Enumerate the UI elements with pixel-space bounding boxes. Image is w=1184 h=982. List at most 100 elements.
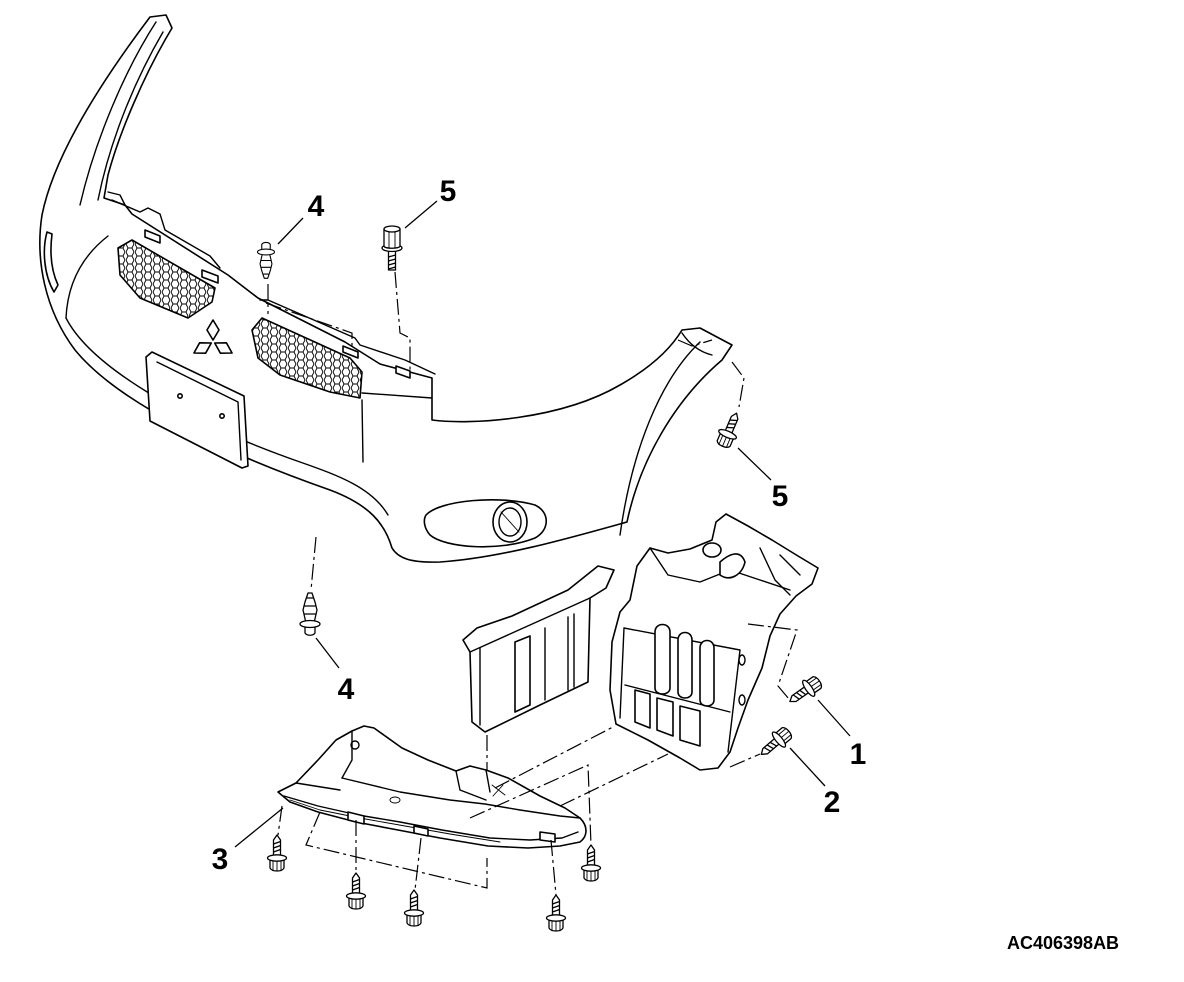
bumper-face-top-edge	[361, 392, 433, 399]
fender-liner-slot	[699, 639, 715, 707]
center-splash-shield-fold	[469, 597, 591, 653]
fog-lamp-housing	[423, 499, 548, 548]
under-cover-screw	[345, 872, 367, 910]
leader-line	[315, 637, 340, 669]
install-line-screw-1	[747, 623, 798, 700]
callout-label: 4	[338, 673, 355, 706]
fender-liner-oblong	[719, 553, 746, 579]
install-line-screw	[277, 805, 283, 836]
under-cover-tab	[539, 831, 556, 843]
install-line-front-screws	[305, 811, 488, 889]
bumper-grille-side-edge	[361, 399, 364, 463]
fender-liner-bump	[738, 694, 746, 706]
front-bumper-cover	[39, 14, 733, 563]
install-line-screw	[414, 837, 422, 891]
fog-lamp-lens-inner	[498, 507, 522, 537]
install-line-bolt-right	[731, 361, 745, 408]
fender-liner-slot	[677, 631, 693, 699]
emblem-diamond	[213, 342, 233, 354]
fender-liner-rib	[759, 547, 801, 596]
screw-1	[783, 672, 826, 710]
center-splash-shield-rib	[544, 613, 575, 701]
under-cover-screw	[580, 844, 602, 882]
right-grille-mesh	[251, 317, 363, 399]
clip-4-lower	[299, 592, 321, 636]
fender-liner-upper-edge	[649, 547, 791, 591]
leader-line	[789, 747, 826, 787]
license-plate-hole	[219, 412, 226, 419]
screw-2	[754, 723, 796, 763]
fender-liner-hole	[702, 542, 722, 558]
bolt-5-upper	[381, 225, 403, 271]
under-cover-screw	[403, 889, 425, 927]
leader-line	[404, 200, 438, 229]
under-cover-tab	[413, 825, 429, 837]
emblem-diamond	[193, 342, 213, 354]
under-cover-lip-inner	[289, 799, 501, 843]
under-cover-screw	[545, 894, 567, 932]
leader-line	[277, 217, 304, 245]
install-line-screw-right	[469, 764, 592, 846]
callout-label: 3	[212, 843, 229, 876]
fender-liner-opening	[634, 689, 651, 729]
install-line-liner	[494, 726, 614, 789]
bumper-bolt-location-mark	[677, 339, 713, 347]
under-cover-wall	[295, 730, 353, 791]
install-line-liner	[559, 753, 669, 807]
install-line-clip-top-rail	[265, 302, 353, 350]
fender-liner-crossline	[624, 684, 731, 713]
under-cover-center-wall	[455, 769, 491, 801]
upper-retainer-tab	[395, 365, 411, 379]
leader-line	[737, 447, 772, 481]
fog-lamp-detail	[500, 511, 520, 533]
fender-liner-slot	[654, 623, 671, 695]
bumper-fender-top-edge	[681, 332, 713, 356]
under-cover-hole	[389, 796, 401, 804]
center-splash-shield-rib	[514, 635, 531, 713]
callout-label: 4	[308, 190, 325, 223]
center-splash-shield-outline	[462, 565, 615, 733]
install-line-screw-2	[729, 753, 761, 768]
bolt-5-side	[713, 408, 746, 451]
callouts: 4 5 5 4 1 2 3	[212, 175, 867, 876]
bumper-crease-line	[65, 317, 389, 516]
emblem-diamond	[206, 319, 220, 341]
bumper-face-edge	[65, 235, 109, 319]
figure-code: AC406398AB	[1007, 933, 1119, 953]
license-plate-hole	[177, 392, 184, 399]
leader-line	[817, 699, 851, 737]
fender-liner-opening	[679, 705, 701, 747]
bumper-fender-edge	[619, 341, 701, 536]
left-grille-mesh	[117, 239, 216, 319]
upper-retainer-tab	[342, 345, 359, 359]
lower-under-cover	[277, 725, 587, 849]
install-line-screw	[550, 839, 557, 896]
under-cover-floor-line	[341, 777, 581, 819]
center-splash-shield	[462, 565, 615, 733]
license-plate-bracket-face	[156, 361, 242, 461]
callout-label: 5	[772, 480, 789, 513]
under-cover-mark	[491, 784, 506, 797]
leader-line	[234, 807, 284, 848]
callout-label: 2	[824, 786, 841, 819]
clip-4-upper	[256, 241, 276, 279]
under-cover-tab	[347, 811, 365, 825]
under-cover-hole	[350, 740, 360, 750]
upper-retainer-tab	[201, 269, 219, 284]
callout-label: 5	[440, 175, 457, 208]
callout-label: 1	[850, 738, 867, 771]
install-line-clip-bottom	[310, 536, 317, 591]
fender-liner-bump	[738, 654, 746, 666]
upper-retainer-edge	[111, 199, 221, 269]
install-line-bolt-top	[394, 271, 411, 372]
upper-retainer-tab	[144, 229, 161, 244]
front-fender-liner	[609, 513, 819, 771]
bumper-side-strip-line	[79, 21, 157, 206]
license-plate-bracket	[145, 351, 249, 469]
upper-retainer-end-tab	[107, 191, 126, 206]
bumper-side-strip-line	[97, 31, 164, 201]
under-cover-screw	[266, 834, 288, 872]
installation-lines	[265, 271, 798, 896]
